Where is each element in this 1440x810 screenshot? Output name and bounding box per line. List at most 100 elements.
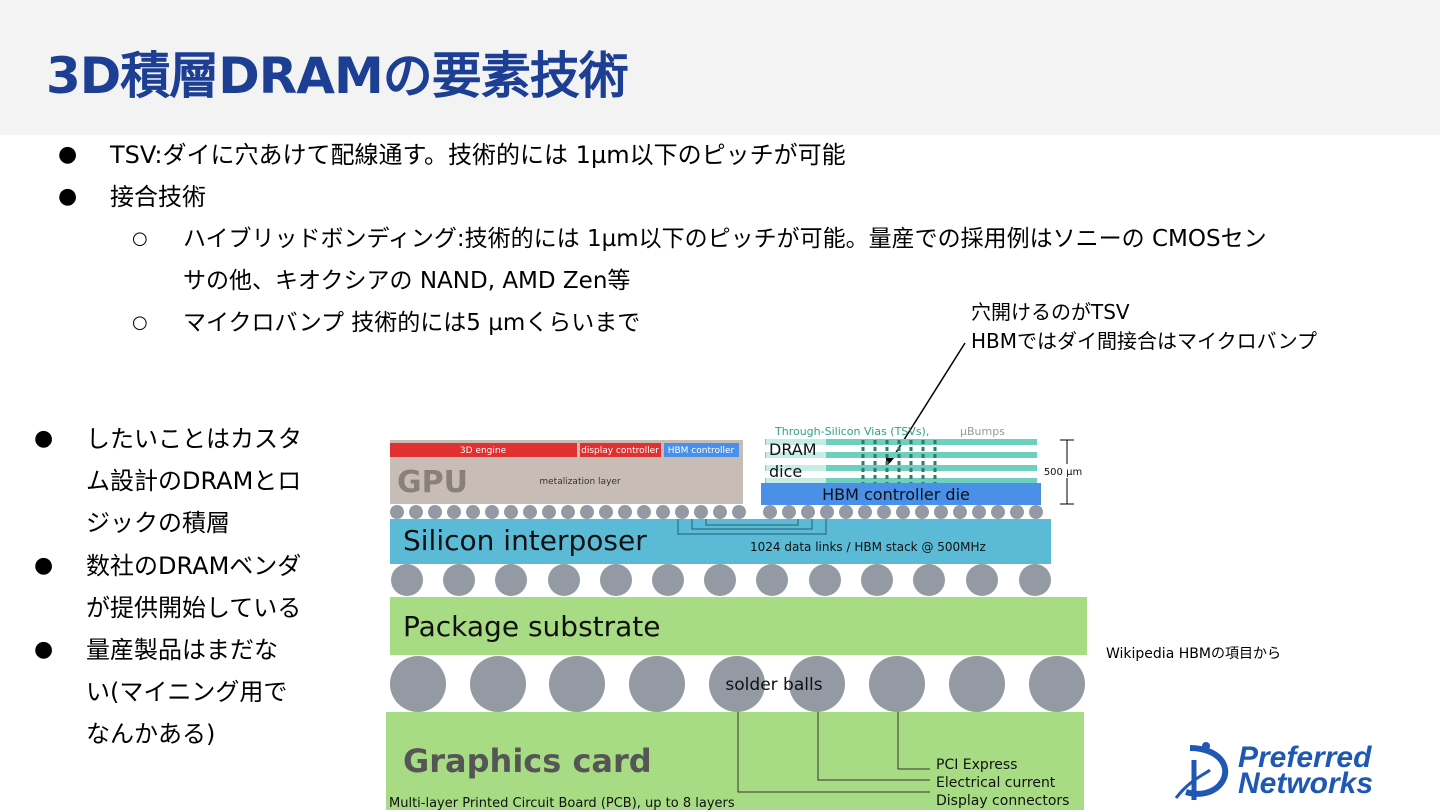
microbump (561, 505, 575, 519)
microbump (801, 505, 815, 519)
solder-ball (949, 656, 1005, 712)
logo-text-line2: Networks (1238, 767, 1374, 800)
page-title: 3D積層DRAMの要素技術 (46, 47, 629, 105)
left-bullet-1-line1: したいことはカスタ (86, 425, 302, 453)
gpu-display-label: display controller (581, 446, 659, 456)
microbump (428, 505, 442, 519)
connector-traces (737, 712, 930, 793)
microbump (839, 505, 853, 519)
solder-ball (549, 656, 605, 712)
annotation-microbump: HBMではダイ間接合はマイクロバンプ (971, 329, 1318, 353)
graphics-card-pcb (386, 712, 1084, 810)
hbm-controller-die (761, 483, 1041, 505)
header-band (0, 0, 1440, 135)
microbump (858, 505, 872, 519)
microbump (953, 505, 967, 519)
microbump (877, 505, 891, 519)
left-bullet-3-line1: 量産製品はまだな (86, 636, 278, 664)
interposer-label: Silicon interposer (403, 524, 647, 557)
solder-ball (470, 656, 526, 712)
c4-bump (600, 564, 632, 596)
bullet-dot: ● (58, 184, 78, 209)
microbump (485, 505, 499, 519)
microbump (542, 505, 556, 519)
microbump (656, 505, 670, 519)
microbump (675, 505, 689, 519)
gpu-label: GPU (397, 465, 468, 500)
gpu-3d-engine-label: 3D engine (460, 446, 507, 456)
microbump (934, 505, 948, 519)
sub-bullet-hybrid-line2: サの他、キオクシアの NAND, AMD Zen等 (183, 268, 631, 294)
ubumps-label: µBumps (960, 425, 1005, 438)
microbump (713, 505, 727, 519)
microbump (763, 505, 777, 519)
gpu-3d-engine-block (390, 443, 577, 457)
dimension-label-bg (1043, 464, 1083, 478)
microbump (504, 505, 518, 519)
solder-ball (1029, 656, 1085, 712)
c4-bump (391, 564, 423, 596)
annotation-arrow (889, 342, 966, 463)
tsv-columns (861, 440, 937, 486)
bullet-dot: ● (58, 142, 78, 167)
bullet-dot: ● (34, 426, 54, 451)
microbump (409, 505, 423, 519)
c4-bump (861, 564, 893, 596)
microbump (599, 505, 613, 519)
microbump (972, 505, 986, 519)
annotation-arrowhead (885, 452, 895, 466)
c4-bump (1019, 564, 1051, 596)
left-bullet-1-line3: ジックの積層 (86, 509, 230, 537)
microbump (637, 505, 651, 519)
card-label: Graphics card (403, 742, 652, 780)
microbump (390, 505, 404, 519)
microbump (820, 505, 834, 519)
microbump (782, 505, 796, 519)
package-substrate (390, 597, 1087, 655)
solder-label: solder balls (725, 675, 822, 695)
solder-ball (709, 656, 765, 712)
microbump (1029, 505, 1043, 519)
c4-bump (756, 564, 788, 596)
gpu-die (390, 440, 743, 504)
company-logo: Preferred Networks (1172, 740, 1422, 802)
bullet-tsv: TSV:ダイに穴あけて配線通す。技術的には 1µm以下のピッチが可能 (110, 141, 846, 169)
annotation-tsv: 穴開けるのがTSV (971, 300, 1130, 324)
microbump (523, 505, 537, 519)
microbump (447, 505, 461, 519)
connector-pci: PCI Express (936, 757, 1017, 773)
dram-layer (765, 439, 1037, 445)
microbump (466, 505, 480, 519)
substrate-label: Package substrate (403, 610, 661, 643)
c4-bump-row (391, 564, 1051, 596)
gpu-hbm-label: HBM controller (668, 446, 735, 456)
c4-bump (443, 564, 475, 596)
microbump-row (390, 505, 1043, 519)
microbump (580, 505, 594, 519)
dram-label-line2: dice (769, 462, 802, 481)
microbump (896, 505, 910, 519)
c4-bump (966, 564, 998, 596)
c4-bump (495, 564, 527, 596)
connector-display: Display connectors (936, 793, 1069, 809)
microbump (618, 505, 632, 519)
left-bullet-2-line1: 数社のDRAMベンダ (86, 552, 302, 580)
c4-bump (913, 564, 945, 596)
c4-bump (652, 564, 684, 596)
source-credit: Wikipedia HBMの項目から (1106, 646, 1281, 662)
bullet-dot: ● (34, 637, 54, 662)
tsv-label: Through-Silicon Vias (TSVs), (774, 425, 929, 438)
silicon-interposer (390, 519, 1051, 564)
microbump (732, 505, 746, 519)
logo-text-line1: Preferred (1238, 741, 1372, 774)
hbm-controller-die-label: HBM controller die (822, 485, 970, 504)
links-label: 1024 data links / HBM stack @ 500MHz (750, 540, 986, 554)
left-bullet-3-line2: い(マイニング用で (86, 678, 288, 706)
microbump (991, 505, 1005, 519)
dram-layer (765, 452, 1037, 458)
c4-bump (809, 564, 841, 596)
bullet-bonding: 接合技術 (110, 183, 206, 211)
solder-ball (789, 656, 845, 712)
pcb-label: Multi-layer Printed Circuit Board (PCB),… (389, 796, 735, 810)
bullet-dot: ● (34, 553, 54, 578)
